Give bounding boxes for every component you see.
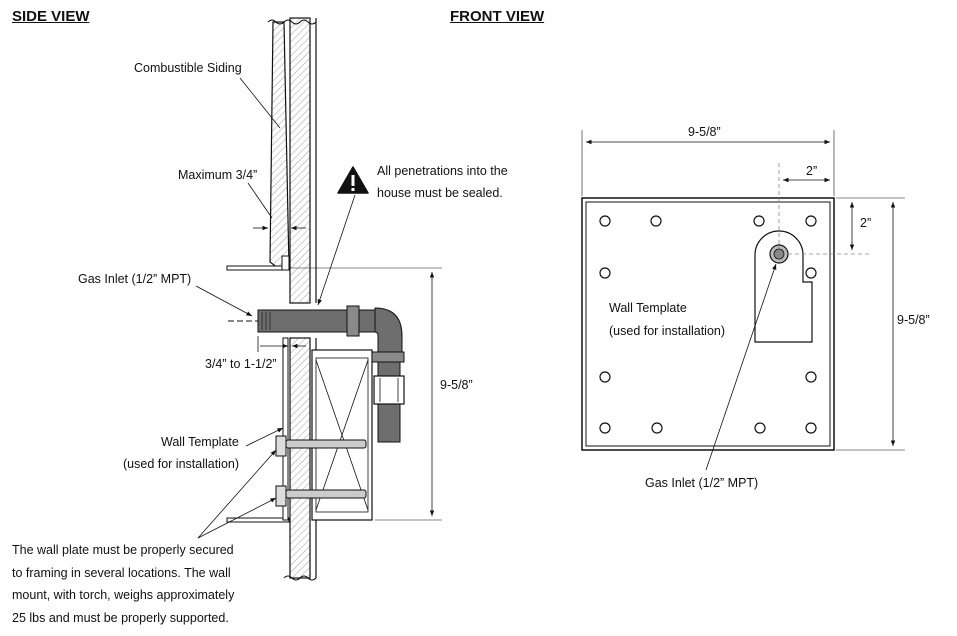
side-gas-inlet-label: Gas Inlet (1/2” MPT) [78, 272, 192, 286]
front-view-title: FRONT VIEW [450, 8, 545, 25]
side-view-title: SIDE VIEW [12, 8, 90, 25]
side-view-drawing [195, 17, 442, 581]
gas-inlet-cutout [754, 230, 813, 343]
wall-plate-bottom-flange [226, 517, 290, 523]
wall-plate-top-flange [226, 265, 290, 271]
note-line: mount, with torch, weighs approximately [12, 588, 235, 602]
mounting-bolt-upper [275, 435, 367, 457]
wall-sheathing-lower [289, 337, 311, 579]
front-width-dimension: 9-5/8” [688, 125, 721, 139]
mounting-holes [599, 215, 817, 434]
combustible-siding-label: Combustible Siding [134, 61, 242, 75]
note-line: The wall plate must be properly secured [12, 543, 234, 557]
front-height-dimension: 9-5/8” [897, 313, 930, 327]
gas-inlet-pipe [257, 305, 405, 443]
note-line: 25 lbs and must be properly supported. [12, 610, 229, 625]
front-offset-x-dimension: 2” [806, 164, 818, 178]
mounting-bolt-lower [275, 485, 367, 507]
maximum-thickness-label: Maximum 3/4” [178, 168, 258, 182]
side-wall-template-label-line1: Wall Template [161, 435, 239, 449]
warning-text-line1: All penetrations into the [377, 164, 508, 178]
side-wall-template-label-line2: (used for installation) [123, 457, 240, 471]
note-line: to framing in several locations. The wal… [12, 565, 231, 580]
wall-template-plate [282, 337, 289, 521]
front-gas-inlet-label: Gas Inlet (1/2” MPT) [645, 476, 759, 490]
warning-triangle-icon [337, 166, 369, 194]
side-height-dimension: 9-5/8” [440, 378, 473, 392]
front-wall-template-label-line1: Wall Template [609, 301, 687, 315]
front-wall-template-label-line2: (used for installation) [609, 324, 726, 338]
front-view-drawing [581, 130, 905, 471]
front-offset-y-dimension: 2” [860, 216, 872, 230]
wall-sheathing-upper [289, 17, 311, 304]
penetration-dimension-label: 3/4” to 1-1/2” [205, 357, 277, 371]
combustible-siding [269, 21, 290, 269]
installation-note: The wall plate must be properly secured … [12, 539, 234, 629]
warning-text-line2: house must be sealed. [377, 186, 503, 200]
